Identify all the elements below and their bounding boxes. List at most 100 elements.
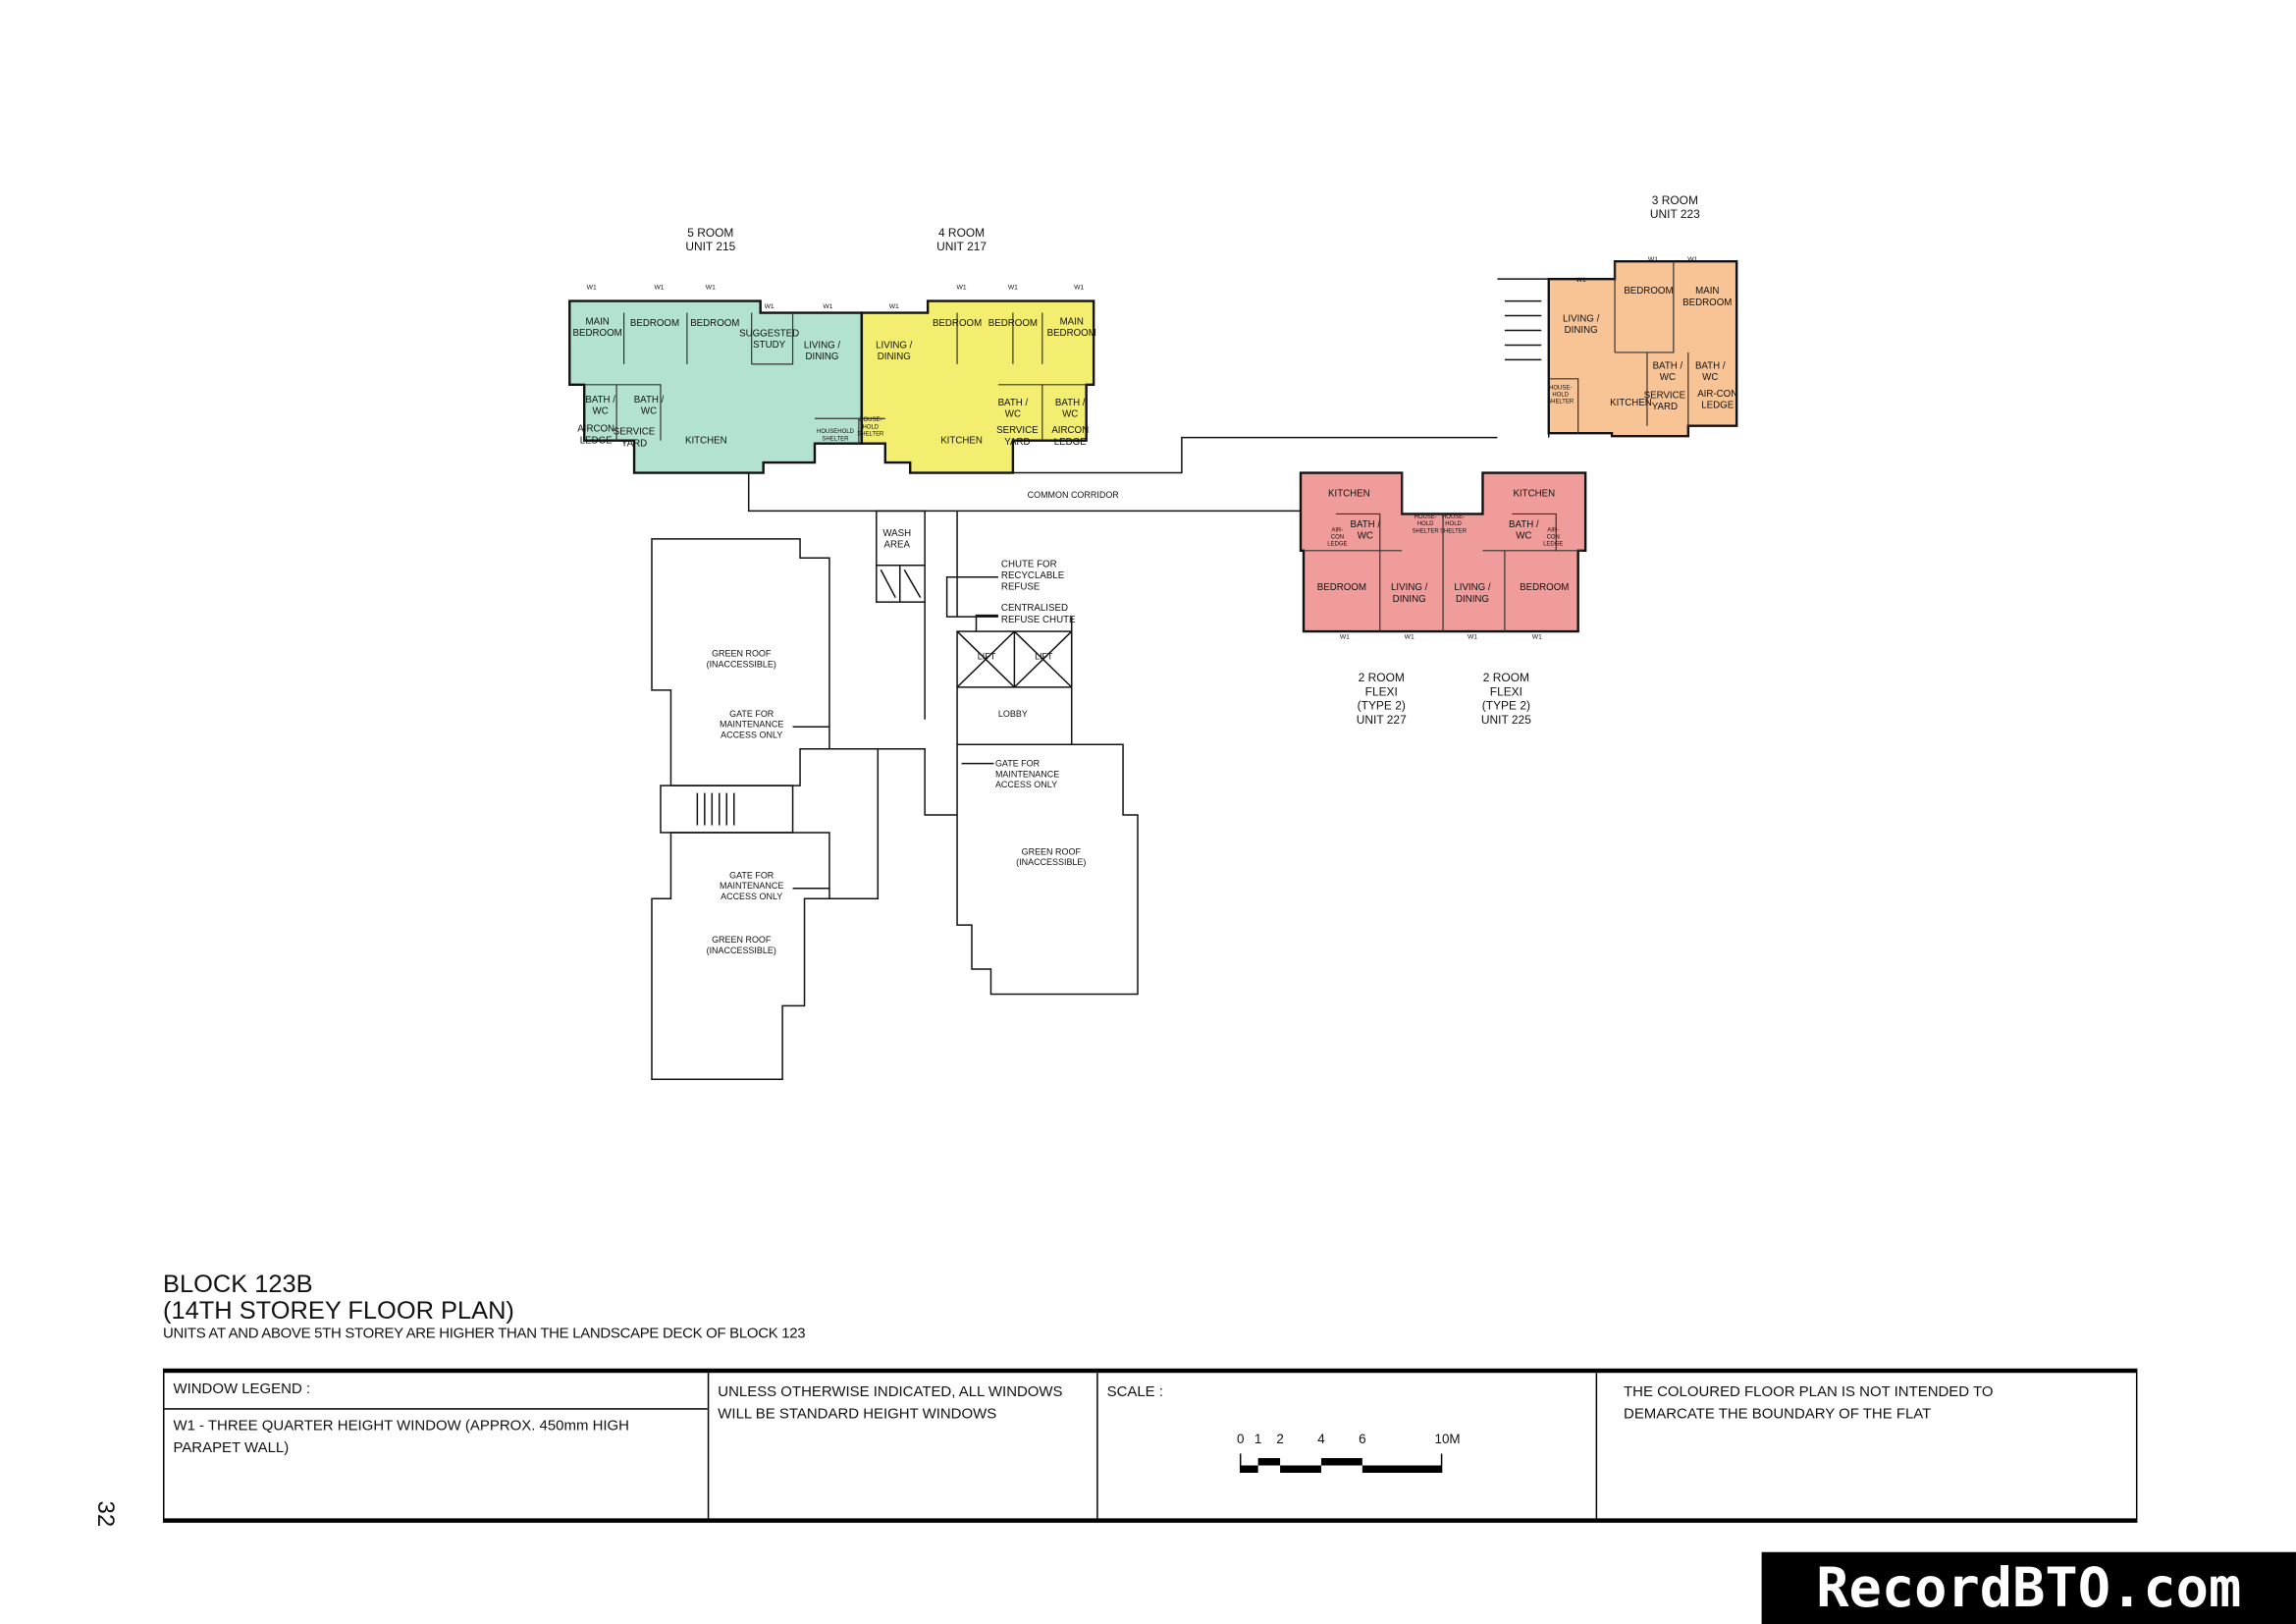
room-label-line: HOLD [1552,392,1569,398]
room-label-line: WC [1062,408,1078,419]
room-label-line: KITCHEN [940,436,983,447]
scale-tick-label: 1 [1255,1432,1261,1446]
unit-215-area [568,299,864,474]
w1-window-mark: W1 [889,303,899,310]
room-label: BEDROOM [1624,286,1673,297]
room-label-line: WC [1358,531,1373,542]
room-label-line: YARD [1652,402,1678,412]
window-legend-cell: WINDOW LEGEND : W1 - THREE QUARTER HEIGH… [164,1373,710,1519]
room-label-line: BATH / [1351,519,1381,530]
room-label: BATH /WC [1695,360,1726,383]
common-area-label: GREEN ROOF(INACCESSIBLE) [707,648,776,669]
room-label-line: WC [641,406,657,416]
scale-tick-label: 4 [1317,1432,1325,1446]
common-area-label-line: (INACCESSIBLE) [707,946,776,955]
plan-title-block: BLOCK 123B (14TH STOREY FLOOR PLAN) UNIT… [163,1271,806,1342]
room-label-line: WC [1005,408,1021,419]
room-label-line: BEDROOM [1520,582,1569,593]
common-area-label-line: CHUTE FOR [1001,559,1057,569]
unit-heading-227-line: UNIT 227 [1357,713,1407,727]
scale-tick-label: 2 [1276,1432,1283,1446]
room-label-line: SERVICE [1644,390,1686,401]
legend-table: WINDOW LEGEND : W1 - THREE QUARTER HEIGH… [163,1368,2138,1523]
room-label-line: BEDROOM [1047,328,1096,339]
landscape-note: UNITS AT AND ABOVE 5TH STOREY ARE HIGHER… [163,1326,806,1342]
room-label-line: BEDROOM [1624,286,1673,297]
room-label: KITCHEN [1513,488,1555,499]
common-area-label: COMMON CORRIDOR [1028,490,1120,500]
room-label-line: BATH / [998,398,1029,408]
room-label-line: BATH / [1509,519,1539,530]
interior-walls [584,261,1689,632]
room-label-line: MAIN [586,317,610,328]
unit-217-area [860,299,1095,474]
room-label: BATH /WC [1351,519,1381,542]
room-label-line: HOUSE- [859,417,881,423]
room-label: BATH /WC [634,395,665,417]
unit-heading-223-line: UNIT 223 [1650,207,1700,221]
room-label: KITCHEN [1328,488,1370,499]
room-label-line: WC [1702,372,1718,383]
room-label-line: LEDGE [1054,437,1087,448]
storey-title: (14TH STOREY FLOOR PLAN) [163,1296,514,1325]
w1-window-mark: W1 [957,285,967,292]
scale-label: SCALE : [1106,1384,1163,1401]
common-area-label-line: REFUSE CHUTE [1001,615,1076,625]
room-label-line: DINING [805,352,838,362]
room-label: LIVING /DINING [1454,582,1491,605]
common-area-outlines [651,278,1550,1080]
disclaimer-text: THE COLOURED FLOOR PLAN IS NOT INTENDED … [1624,1384,1994,1424]
room-label-line: CON [1547,535,1560,541]
room-label-line: BATH / [1695,360,1726,371]
room-label-line: DINING [878,352,911,362]
room-label-line: SHELTER [1440,528,1468,534]
common-area-label-line: MAINTENANCE [720,881,783,891]
room-label: BEDROOM [630,318,679,329]
room-label-line: BEDROOM [1682,298,1732,308]
common-area-label: GREEN ROOF(INACCESSIBLE) [1016,846,1086,867]
common-area-label-line: MAINTENANCE [720,720,783,730]
unit-heading-225-line: (TYPE 2) [1482,699,1530,713]
room-label-line: KITCHEN [685,436,727,447]
room-label-line: SHELTER [822,436,849,442]
w1-window-mark: W1 [1074,285,1084,292]
room-label-line: LEDGE [1327,542,1347,548]
common-area-label-line: GREEN ROOF [712,935,772,945]
room-label-line: STUDY [753,340,785,351]
room-label-line: HOUSE- [1442,514,1465,520]
room-label: LIVING /DINING [804,340,841,362]
room-label-line: AIR- [1331,527,1343,533]
standard-window-note: UNLESS OTHERWISE INDICATED, ALL WINDOWS … [709,1373,1098,1519]
common-area-label-line: GATE FOR [729,870,774,880]
room-label-line: LIVING / [1563,314,1600,325]
common-area-label-line: LIFT [978,651,996,661]
room-label-line: BATH / [1055,398,1086,408]
common-area-label-line: ACCESS ONLY [721,892,782,901]
common-area-label: GREEN ROOF(INACCESSIBLE) [707,935,776,955]
w1-window-mark: W1 [1532,634,1542,641]
room-label-line: BEDROOM [690,318,739,329]
common-area-label-line: GREEN ROOF [712,648,772,658]
common-area-label-line: WASH [882,528,911,539]
common-area-label-line: LOBBY [998,709,1028,719]
unit-heading-217-line: UNIT 217 [936,240,987,253]
page-number: 32 [92,1500,118,1528]
room-label: LIVING /DINING [1563,314,1600,337]
common-area-label-line: RECYCLABLE [1001,570,1065,581]
